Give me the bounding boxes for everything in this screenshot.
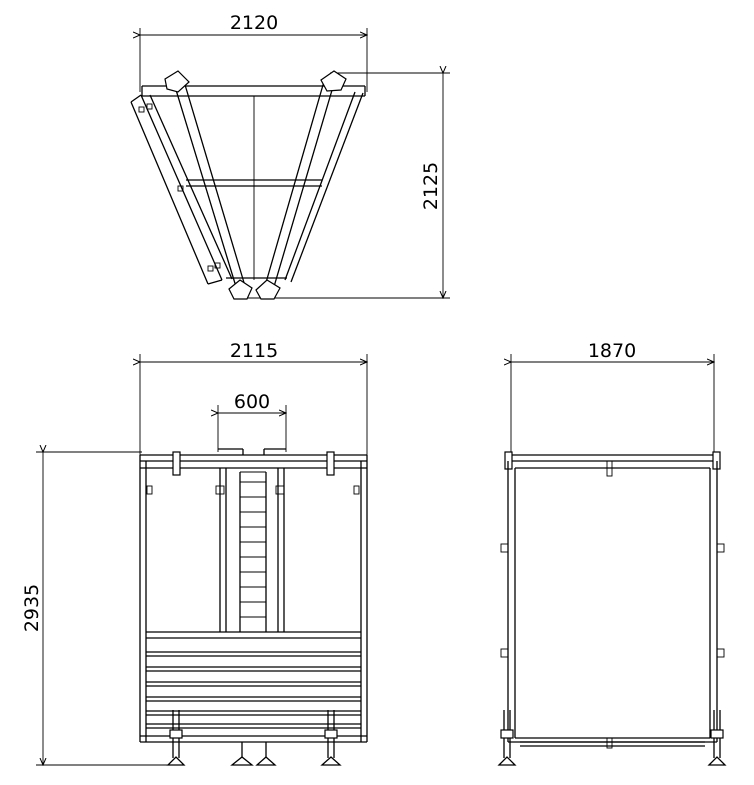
side-width-label: 1870 — [588, 340, 636, 362]
front-frame — [139, 455, 368, 743]
front-height-dimension: 2935 — [21, 452, 175, 765]
front-view: 2115 600 2935 — [21, 340, 367, 765]
front-legs — [169, 710, 338, 758]
front-top-rail — [140, 448, 367, 476]
left-strut — [172, 77, 246, 291]
right-strut — [264, 77, 364, 291]
side-top-rail — [504, 451, 721, 477]
central-chute — [215, 468, 285, 632]
opening-dimension: 600 — [218, 391, 286, 452]
front-height-label: 2935 — [21, 584, 43, 632]
top-width-dimension: 2120 — [140, 12, 367, 92]
front-width-dimension: 2115 — [140, 340, 367, 455]
corner-brackets — [164, 70, 347, 300]
left-plate — [130, 94, 233, 285]
bottom-louvres — [146, 631, 361, 729]
opening-label: 600 — [234, 391, 270, 413]
top-depth-label: 2125 — [420, 162, 442, 210]
side-view: 1870 — [497, 340, 727, 766]
top-width-label: 2120 — [230, 12, 278, 34]
side-width-dimension: 1870 — [511, 340, 714, 455]
top-depth-dimension: 2125 — [245, 73, 450, 298]
side-clips — [500, 543, 725, 658]
front-width-label: 2115 — [230, 340, 278, 362]
side-frame — [507, 461, 718, 749]
front-feet — [166, 756, 342, 766]
top-view: 2120 2125 — [130, 12, 450, 300]
side-legs — [497, 710, 727, 766]
hopper-frame — [141, 85, 366, 280]
